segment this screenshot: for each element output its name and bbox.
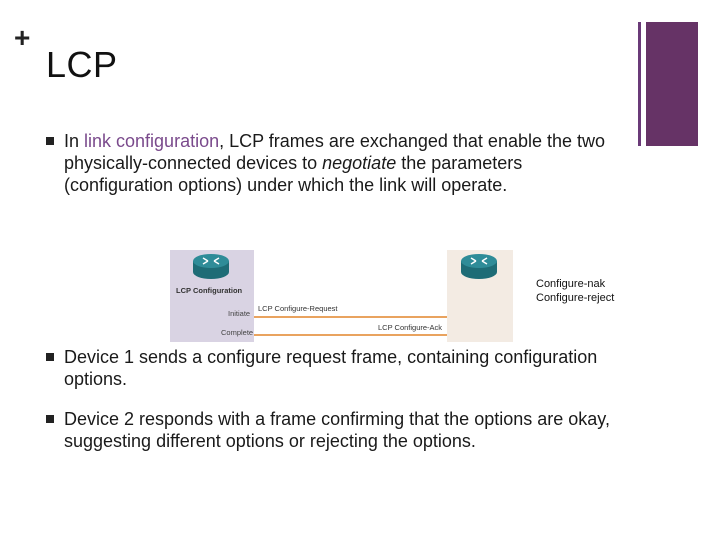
configure-ack-label: LCP Configure-Ack xyxy=(378,323,443,332)
bullet-text: Device 1 sends a configure request frame… xyxy=(64,347,598,389)
bullet-square-icon xyxy=(46,415,54,423)
bullet-square-icon xyxy=(46,137,54,145)
ack-arrow xyxy=(254,334,447,336)
complete-label: Complete xyxy=(221,328,254,337)
configure-nak-label: Configure-nak xyxy=(536,278,606,290)
bullet-device2: Device 2 responds with a frame confirmin… xyxy=(46,408,636,452)
highlight-link-configuration: link configuration xyxy=(84,131,220,151)
bullet-text-post: the parameters (configuration options) u… xyxy=(64,153,523,195)
initiate-label: Initiate xyxy=(228,309,251,318)
router-icon xyxy=(193,254,229,279)
emphasis-negotiate: negotiate xyxy=(322,153,397,173)
accent-bar xyxy=(646,22,698,146)
configure-reject-label: Configure-reject xyxy=(536,292,615,304)
device-label: LCP Configuration xyxy=(176,286,243,295)
plus-icon: + xyxy=(14,22,31,53)
bullet-text-pre: In xyxy=(64,131,85,151)
page-title: LCP xyxy=(46,44,118,85)
bullet-text: In link configuration, LCP frames are ex… xyxy=(64,130,636,196)
bullet-link-configuration: In link configuration, LCP frames are ex… xyxy=(46,130,636,196)
configure-request-label: LCP Configure-Request xyxy=(258,304,338,313)
bullet-text-mid: , LCP frames are exchanged that enable t… xyxy=(64,131,606,173)
bullet-square-icon xyxy=(46,353,54,361)
request-arrow xyxy=(254,316,447,318)
bullet-device1: Device 1 sends a configure request frame… xyxy=(46,346,636,390)
router-icon xyxy=(461,254,497,279)
bullet-text: Device 2 responds with a frame confirmin… xyxy=(64,409,610,451)
configure-options-label: Configure-nak Configure-reject xyxy=(536,277,614,305)
accent-bar-thin xyxy=(638,22,641,146)
